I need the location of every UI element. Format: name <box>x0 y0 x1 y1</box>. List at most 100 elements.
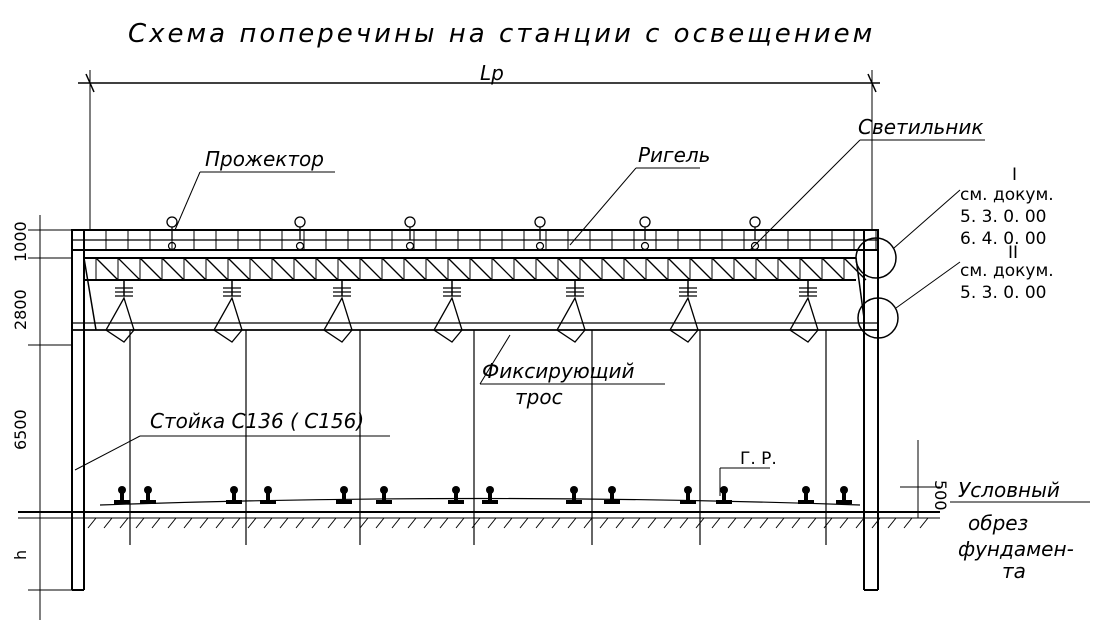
ground-hatch <box>919 517 929 529</box>
ground-hatch <box>711 517 721 529</box>
ground-hatch <box>663 517 673 529</box>
ground-hatch <box>791 517 801 529</box>
insulator-hanger <box>789 280 819 343</box>
ground-hatch <box>519 517 529 529</box>
right-post <box>863 230 879 591</box>
truss-diagonal <box>271 257 295 281</box>
ground-hatch <box>679 517 689 529</box>
ground-hatch <box>759 517 769 529</box>
rail-icon <box>448 486 464 504</box>
insulator-hanger <box>556 280 586 343</box>
droppers-group <box>129 330 827 545</box>
diagram-title: Схема поперечины на станции с освещением <box>128 19 875 49</box>
detail-circles <box>855 189 961 339</box>
rails-group <box>114 486 852 504</box>
left-post <box>71 230 85 591</box>
truss-diagonal <box>799 257 823 281</box>
dim-2800: 2800 <box>11 289 30 330</box>
insulator-hanger <box>213 280 243 343</box>
ref-2-line2: 5. 3. 0. 00 <box>960 283 1047 303</box>
ground-hatch <box>135 517 145 529</box>
ground-hatch <box>279 517 289 529</box>
fixing-cable-label: Фиксирующий <box>482 359 635 383</box>
hangers-group <box>105 280 819 343</box>
ground-hatch <box>391 517 401 529</box>
ground-hatch <box>487 517 497 529</box>
ground-hatch <box>263 517 273 529</box>
truss-diagonal <box>249 257 273 281</box>
truss-diagonal <box>557 257 581 281</box>
truss-diagonal <box>733 257 757 281</box>
projector-icon <box>166 216 178 251</box>
ground-hatch <box>343 517 353 529</box>
projector-label: Прожектор <box>205 147 324 171</box>
span-label: Lр <box>480 61 504 85</box>
ref-2-line1: см. докум. <box>960 261 1054 281</box>
ground-hatch <box>215 517 225 529</box>
rail-icon <box>114 486 130 504</box>
rail-icon <box>798 486 814 504</box>
fixing-cable-label-2: трос <box>515 385 563 409</box>
ground-hatch <box>455 517 465 529</box>
ground-hatch <box>231 517 241 529</box>
projector-icon <box>749 216 761 251</box>
truss-diagonal <box>645 257 669 281</box>
ground-hatch <box>903 517 913 529</box>
truss-diagonal <box>491 257 515 281</box>
truss-diagonal <box>205 257 229 281</box>
projector-icon <box>534 216 546 251</box>
ground-hatch <box>199 517 209 529</box>
truss-diagonal <box>381 257 405 281</box>
post-label: Стойка С136 ( С156) <box>150 409 364 433</box>
truss-diagonal <box>117 257 141 281</box>
rail-icon <box>336 486 352 504</box>
dim-500: 500 <box>931 480 950 511</box>
ref-1-line1: см. докум. <box>960 185 1054 205</box>
ground-hatch <box>599 517 609 529</box>
rail-icon <box>604 486 620 504</box>
truss-diagonal <box>513 257 537 281</box>
dim-6500: 6500 <box>11 409 30 450</box>
ground-hatch <box>407 517 417 529</box>
ground-hatch <box>871 517 881 529</box>
ground-hatch <box>87 517 97 529</box>
truss-diagonal <box>689 257 713 281</box>
foundation-label-2: обрез <box>968 511 1028 535</box>
truss-diagonal <box>183 257 207 281</box>
rigel-label: Ригель <box>638 143 710 167</box>
ground-hatch <box>695 517 705 529</box>
rail-icon <box>376 486 392 504</box>
leader-lines <box>74 139 1090 503</box>
ground-hatch <box>151 517 161 529</box>
truss-diagonal <box>227 257 251 281</box>
truss-diagonal <box>469 257 493 281</box>
rail-head-label: Г. Р. <box>740 449 777 469</box>
truss-diagonal <box>293 257 317 281</box>
dim-1000: 1000 <box>11 221 30 262</box>
ground-hatch <box>295 517 305 529</box>
truss-diagonal <box>601 257 625 281</box>
ref-1-number: I <box>1012 165 1017 185</box>
rail-icon <box>680 486 696 504</box>
insulator-hanger <box>669 280 699 343</box>
ground-hatch <box>119 517 129 529</box>
dim-h: h <box>11 550 30 560</box>
fixing-cable <box>72 322 878 331</box>
ground-hatch <box>551 517 561 529</box>
ground-hatch <box>855 517 865 529</box>
rail-icon <box>716 486 732 504</box>
rail-icon <box>836 486 852 504</box>
truss-diagonal <box>161 257 185 281</box>
truss-diagonal <box>711 257 735 281</box>
truss-diagonal <box>425 257 449 281</box>
rail-icon <box>566 486 582 504</box>
ground-hatch <box>439 517 449 529</box>
insulator-hanger <box>323 280 353 343</box>
ground-hatch <box>327 517 337 529</box>
ground-hatch <box>503 517 513 529</box>
truss-diagonal <box>755 257 779 281</box>
ground-hatch <box>631 517 641 529</box>
truss-diagonal <box>403 257 427 281</box>
truss-diagonal <box>139 257 163 281</box>
truss-diagonal <box>535 257 559 281</box>
